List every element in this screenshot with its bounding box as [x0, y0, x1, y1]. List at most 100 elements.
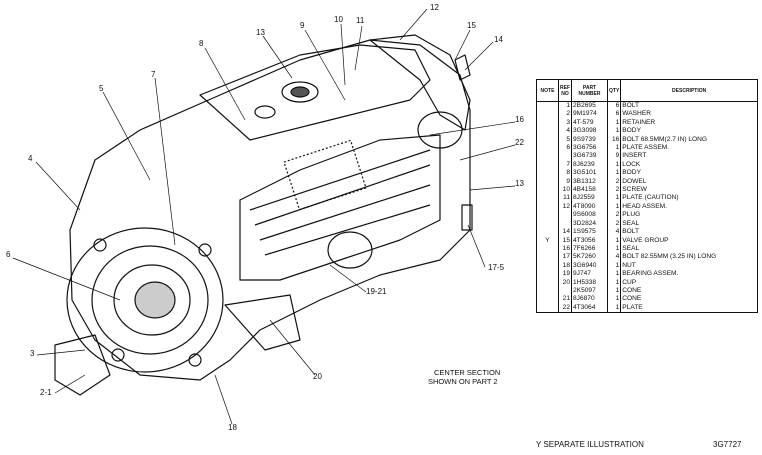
header-note: NOTE — [536, 79, 559, 102]
cell-desc: CONE — [620, 286, 758, 296]
cell-qty: 1 — [607, 118, 622, 128]
cell-note — [536, 286, 559, 296]
cell-part: 4T-579 — [571, 118, 608, 128]
cell-note — [536, 211, 559, 220]
cell-part: 4T3056 — [571, 236, 608, 245]
side-bolt — [461, 204, 473, 231]
cell-desc: NUT — [620, 261, 758, 271]
cell-part: 4T3064 — [571, 303, 608, 314]
parts-table-header: NOTE REF NO PART NUMBER QTY DESCRIPTION — [536, 79, 758, 102]
cell-note — [536, 278, 559, 287]
cell-qty: 6 — [607, 101, 622, 111]
cell-ref: 6 — [558, 144, 572, 153]
parts-list-table: NOTE REF NO PART NUMBER QTY DESCRIPTION … — [536, 79, 758, 314]
header-part: PART NUMBER — [571, 79, 608, 102]
cell-ref: 2 — [558, 110, 572, 119]
callout-13b: 13 — [515, 179, 524, 188]
cell-desc: BOLT — [620, 228, 758, 237]
cell-part: 1H5338 — [571, 278, 608, 287]
callout-15: 15 — [467, 21, 476, 30]
cell-note — [536, 303, 559, 314]
top-plug — [281, 81, 319, 103]
housing-outline — [69, 39, 471, 381]
cell-qty: 1 — [607, 160, 622, 170]
cell-qty: 1 — [607, 127, 622, 136]
cell-ref: 10 — [558, 186, 572, 195]
cell-desc: CONE — [620, 295, 758, 304]
cell-note — [536, 169, 559, 178]
callout-2-1: 2-1 — [40, 388, 52, 397]
shaft-bore — [134, 281, 176, 319]
cell-note — [536, 202, 559, 212]
callout-8: 8 — [199, 39, 204, 48]
flange-bolt — [188, 353, 202, 367]
cell-desc: VALVE GROUP — [620, 236, 758, 245]
cell-part: 2K5097 — [571, 286, 608, 296]
cell-ref: 14 — [558, 228, 572, 237]
cell-ref: 21 — [558, 295, 572, 304]
cell-desc: PLATE — [620, 303, 758, 314]
cell-qty: 1 — [607, 295, 622, 304]
cell-ref — [558, 286, 572, 296]
flange-bolt — [111, 348, 125, 362]
cell-qty: 1 — [607, 270, 622, 279]
cell-ref: 1 — [558, 101, 572, 111]
callout-18: 18 — [228, 423, 237, 432]
cell-note — [536, 177, 559, 187]
flange-ring-outer — [91, 245, 209, 355]
cell-ref: 22 — [558, 303, 572, 314]
center-section-note: CENTER SECTION SHOWN ON PART 2 — [428, 368, 500, 386]
cell-note — [536, 253, 559, 262]
cell-qty: 1 — [607, 261, 622, 271]
cell-part: 3G6940 — [571, 261, 608, 271]
cell-desc: PLATE (CAUTION) — [620, 194, 758, 203]
callout-12: 12 — [430, 3, 439, 12]
cell-desc: CUP — [620, 278, 758, 287]
flange-bolt — [198, 243, 212, 257]
cell-part: 7F6266 — [571, 244, 608, 254]
cell-qty: 1 — [607, 244, 622, 254]
cell-qty: 9 — [607, 152, 622, 161]
cell-qty: 2 — [607, 219, 622, 229]
cell-part: 5K7260 — [571, 253, 608, 262]
cell-ref — [558, 219, 572, 229]
cell-part: 4T8090 — [571, 202, 608, 212]
cell-ref: 11 — [558, 194, 572, 203]
cutaway-section — [239, 134, 441, 281]
cell-note: Y — [536, 236, 559, 245]
cell-ref: 20 — [558, 278, 572, 287]
cell-note — [536, 160, 559, 170]
cell-part: 4B4158 — [571, 186, 608, 195]
cell-qty: 4 — [607, 228, 622, 237]
cell-note — [536, 152, 559, 161]
callout-14: 14 — [494, 35, 503, 44]
callout-4: 4 — [28, 154, 33, 163]
cell-desc: RETAINER — [620, 118, 758, 128]
cell-ref: 17 — [558, 253, 572, 262]
cell-ref: 15 — [558, 236, 572, 245]
cell-note — [536, 101, 559, 111]
legend-note: Y SEPARATE ILLUSTRATION — [536, 440, 644, 449]
callout-7: 7 — [151, 70, 156, 79]
header-desc: DESCRIPTION — [620, 79, 758, 102]
cell-part: 1S9575 — [571, 228, 608, 237]
cell-qty: 2 — [607, 186, 622, 195]
cell-note — [536, 110, 559, 119]
cell-qty: 1 — [607, 286, 622, 296]
cell-ref: 7 — [558, 160, 572, 170]
